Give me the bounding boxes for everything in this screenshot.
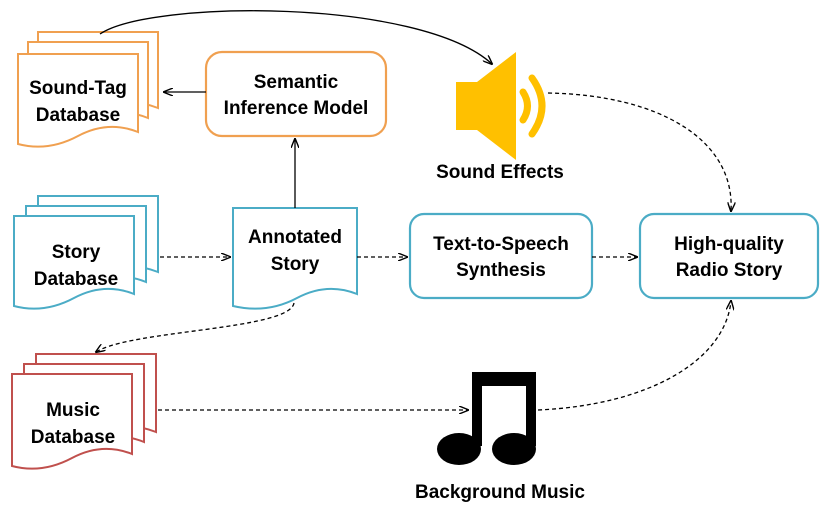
background-music-label: Background Music bbox=[415, 482, 585, 503]
music-database-label-line2: Database bbox=[31, 427, 116, 448]
story-database-label-line2: Database bbox=[34, 269, 119, 290]
high-quality-radio-story: High-quality Radio Story bbox=[638, 212, 820, 300]
music-note-icon bbox=[437, 372, 536, 465]
text-to-speech-label-line1: Text-to-Speech bbox=[433, 234, 569, 255]
story-database: Story Database bbox=[13, 195, 159, 310]
semantic-inference-model-label-line2: Inference Model bbox=[224, 98, 369, 119]
music-database: Music Database bbox=[11, 353, 157, 470]
background-music: Background Music bbox=[415, 372, 585, 503]
arrow-bgmusic-to-radio bbox=[537, 301, 731, 411]
semantic-inference-model: Semantic Inference Model bbox=[204, 50, 388, 138]
radio-story-label-line1: High-quality bbox=[674, 234, 784, 255]
sound-tag-database-label-line1: Sound-Tag bbox=[29, 78, 127, 99]
text-to-speech-synthesis: Text-to-Speech Synthesis bbox=[408, 212, 594, 300]
semantic-inference-model-label-line1: Semantic bbox=[254, 72, 339, 93]
arrow-annotated-to-musicdb bbox=[96, 302, 295, 352]
sound-effects-label: Sound Effects bbox=[436, 162, 564, 183]
arrow-soundtag-to-soundeffects bbox=[99, 10, 492, 64]
annotated-story-label-line1: Annotated bbox=[248, 227, 342, 248]
annotated-story-label-line2: Story bbox=[271, 254, 320, 275]
sound-tag-database-label-line2: Database bbox=[36, 105, 121, 126]
sound-tag-database: Sound-Tag Database bbox=[17, 31, 159, 148]
arrow-soundeffects-to-radio bbox=[547, 92, 731, 211]
radio-story-label-line2: Radio Story bbox=[676, 260, 783, 281]
story-database-label-line1: Story bbox=[52, 242, 101, 263]
sound-effects: Sound Effects bbox=[436, 52, 564, 183]
speaker-icon bbox=[456, 52, 546, 160]
annotated-story: Annotated Story bbox=[232, 207, 358, 310]
music-database-label-line1: Music bbox=[46, 400, 100, 421]
text-to-speech-label-line2: Synthesis bbox=[456, 260, 546, 281]
